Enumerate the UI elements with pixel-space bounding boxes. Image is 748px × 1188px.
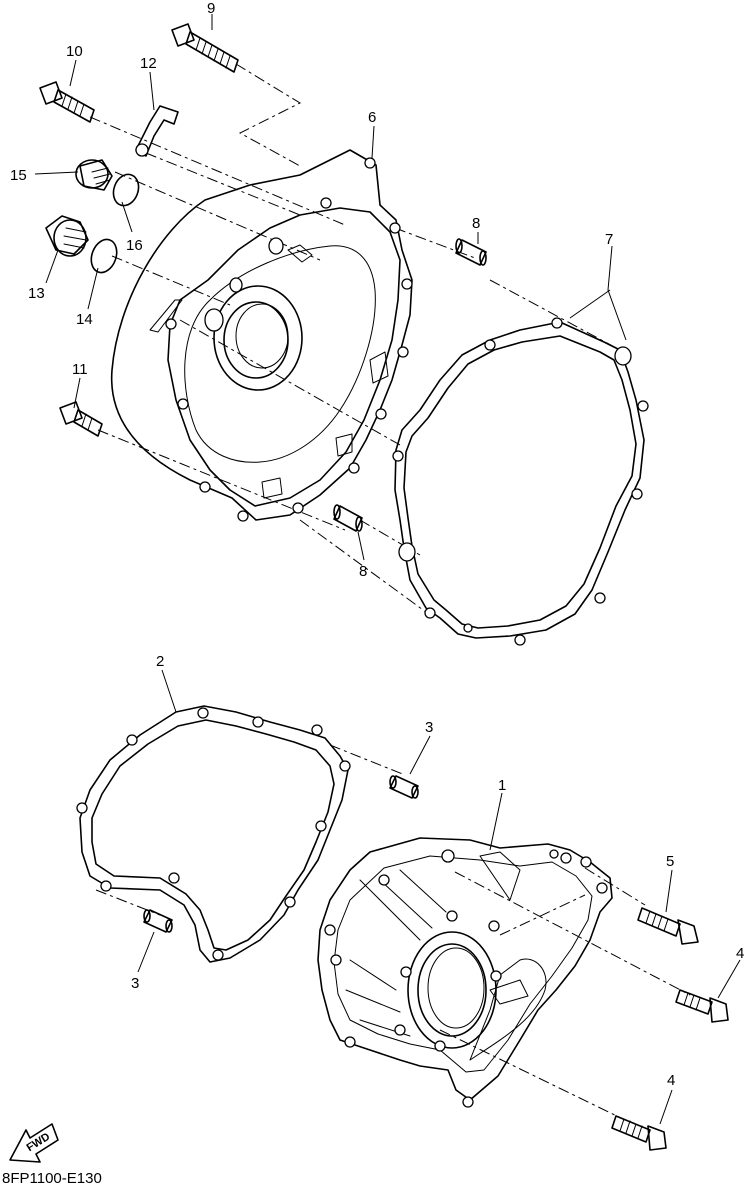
plug-part-13 — [45, 215, 89, 257]
bolt-part-10 — [39, 81, 95, 123]
callout-8-upper: 8 — [472, 215, 480, 232]
fwd-arrow-icon: FWD — [9, 1123, 59, 1163]
callout-14: 14 — [76, 311, 93, 328]
crankcase-cover-part-1 — [317, 837, 613, 1108]
bolt-part-9 — [171, 23, 239, 73]
callout-1: 1 — [498, 777, 506, 794]
dowel-pin-part-3-lower — [143, 909, 173, 933]
callout-2: 2 — [156, 653, 164, 670]
dowel-pin-part-8-lower — [333, 504, 363, 532]
o-ring-part-16 — [112, 173, 140, 207]
bolt-part-4-lower — [611, 1115, 667, 1151]
bolt-part-5 — [637, 907, 699, 945]
o-ring-part-14 — [90, 238, 118, 274]
callout-3-lower: 3 — [131, 975, 139, 992]
callout-7: 7 — [605, 231, 613, 248]
plug-part-15 — [75, 159, 113, 191]
diagram-code: 8FP1100-E130 — [2, 1170, 102, 1187]
dowel-pin-part-8-upper — [455, 238, 487, 266]
callout-5: 5 — [666, 853, 674, 870]
callout-16: 16 — [126, 237, 143, 254]
callout-9: 9 — [207, 0, 215, 17]
callout-13: 13 — [28, 285, 45, 302]
bolt-part-11 — [59, 401, 103, 437]
gasket-part-7 — [392, 317, 649, 646]
callout-6: 6 — [368, 109, 376, 126]
bolt-part-4-upper — [675, 989, 729, 1023]
callout-4-upper: 4 — [736, 945, 744, 962]
callout-12: 12 — [140, 55, 157, 72]
callout-labels: 9 10 12 6 15 16 8 7 13 14 11 8 2 3 1 5 4… — [10, 0, 744, 1089]
bracket-part-12 — [135, 105, 179, 157]
assembly-guide-lines — [89, 63, 691, 1121]
gasket-part-2 — [76, 705, 351, 963]
callout-8-lower: 8 — [359, 563, 367, 580]
dowel-pin-part-3-upper — [389, 775, 419, 799]
callout-10: 10 — [66, 43, 83, 60]
leader-lines — [34, 14, 741, 1125]
callout-15: 15 — [10, 167, 27, 184]
callout-11: 11 — [72, 361, 88, 378]
callout-3-upper: 3 — [425, 719, 433, 736]
crankcase-cover-part-6 — [110, 149, 413, 522]
callout-4-lower: 4 — [667, 1072, 675, 1089]
